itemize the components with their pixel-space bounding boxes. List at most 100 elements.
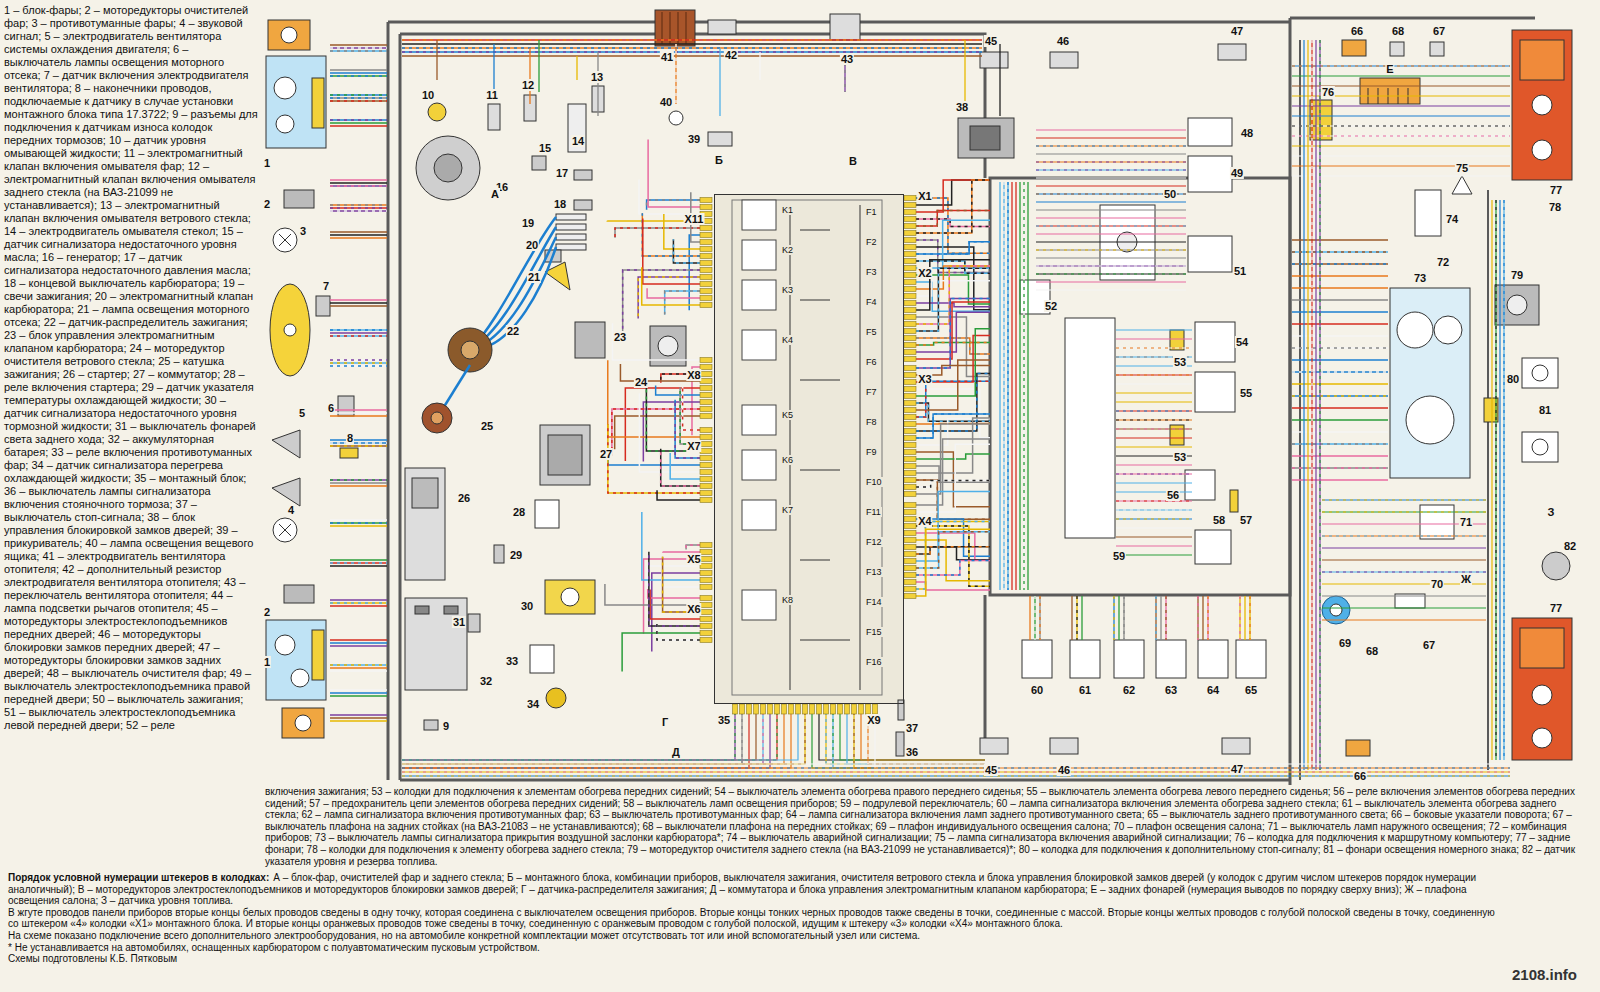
wire	[1292, 455, 1388, 456]
cabin-components-part	[1222, 738, 1250, 754]
wire	[819, 712, 985, 760]
wire	[1116, 401, 1192, 402]
callout-number: 2	[263, 198, 271, 210]
wire	[330, 234, 387, 235]
rear-components-part	[1330, 604, 1342, 616]
connector-pin	[700, 407, 712, 412]
connector-pin	[904, 308, 916, 313]
wire	[999, 182, 1000, 590]
cabin-components-part	[1218, 44, 1246, 60]
wire	[330, 664, 387, 665]
connector-pin	[700, 303, 712, 308]
wire	[1116, 338, 1192, 339]
wire	[330, 50, 387, 51]
callout-number: 7	[322, 280, 330, 292]
wire	[1155, 596, 1156, 640]
wire	[330, 362, 387, 363]
connector-pin	[700, 578, 712, 583]
connector-pin	[810, 704, 815, 714]
connector-pin	[700, 198, 712, 203]
connector-pin	[782, 704, 787, 714]
wire	[1292, 335, 1388, 336]
wire	[1036, 177, 1186, 178]
connector-pin	[904, 436, 916, 441]
wire	[916, 242, 990, 254]
wire	[647, 200, 700, 210]
wire	[1003, 182, 1004, 590]
wire	[1123, 596, 1124, 640]
callout-number: 30	[520, 600, 534, 612]
cabin-components-part	[1050, 738, 1078, 754]
wire	[1491, 200, 1492, 760]
wire	[812, 712, 985, 768]
callout-number: 45	[984, 35, 998, 47]
wire	[402, 771, 1510, 772]
wire	[1023, 182, 1024, 590]
rear-components-part	[1532, 95, 1552, 115]
wire	[1116, 500, 1192, 501]
front-components-part	[272, 430, 300, 458]
wire	[1292, 125, 1510, 126]
wire	[683, 387, 700, 430]
connector-pin	[775, 704, 780, 714]
wires	[330, 40, 1510, 776]
wire	[638, 277, 700, 318]
wire	[330, 72, 387, 73]
wire	[330, 204, 387, 205]
wire	[643, 402, 700, 462]
connector-pin	[700, 449, 712, 454]
connector-pin	[700, 247, 712, 252]
wire	[330, 522, 387, 523]
wire	[1036, 169, 1186, 170]
connector-label: Д	[671, 746, 681, 758]
callout-number: 31	[452, 616, 466, 628]
rear-components-part	[1430, 42, 1444, 56]
wire	[642, 512, 700, 580]
callout-number: 28	[512, 506, 526, 518]
connector-pin	[904, 587, 916, 592]
engine-components-part	[548, 435, 582, 475]
wire	[670, 453, 700, 479]
callout-number: 53	[1173, 356, 1187, 368]
wire	[1292, 311, 1388, 312]
connector-pin	[904, 443, 916, 448]
rear-components-part	[1532, 685, 1552, 705]
cabin-components-part-part	[1070, 640, 1100, 678]
cabin-components-part	[1195, 322, 1235, 362]
wire	[1116, 374, 1192, 375]
front-components-part	[273, 518, 297, 542]
mounting-block-body-part	[742, 200, 776, 620]
wire	[1292, 263, 1388, 264]
wire	[1165, 596, 1166, 640]
callout-number: 13	[590, 71, 604, 83]
wire	[1292, 251, 1388, 252]
wire	[657, 490, 700, 500]
cabin-components-part	[1195, 372, 1235, 412]
wire	[1036, 249, 1186, 250]
engine-components-part	[434, 154, 462, 182]
connector-pin	[904, 492, 916, 497]
wire	[1292, 135, 1510, 136]
wire	[1495, 200, 1496, 760]
wire	[999, 44, 1000, 116]
wire	[1116, 374, 1192, 375]
callout-number: 17	[555, 167, 569, 179]
front-components-part	[270, 284, 310, 376]
engine-components-part	[530, 645, 554, 673]
wire	[1292, 263, 1388, 264]
callout-number: 55	[1239, 387, 1253, 399]
wire	[1292, 419, 1388, 420]
wire	[529, 48, 530, 104]
footnote: * Не устанавливается на автомобилях, осн…	[8, 942, 1508, 954]
headlamps-part	[276, 115, 294, 133]
connector-pin	[700, 585, 712, 590]
wiring-harness-part	[1300, 40, 1488, 780]
fuse-code: F13	[865, 567, 883, 577]
wire	[330, 75, 387, 76]
callout-number: 43	[840, 53, 854, 65]
connector-pin	[700, 428, 712, 433]
callout-number: 65	[1244, 684, 1258, 696]
wire	[1116, 500, 1192, 501]
wire	[1239, 596, 1240, 640]
wire	[1116, 428, 1192, 429]
